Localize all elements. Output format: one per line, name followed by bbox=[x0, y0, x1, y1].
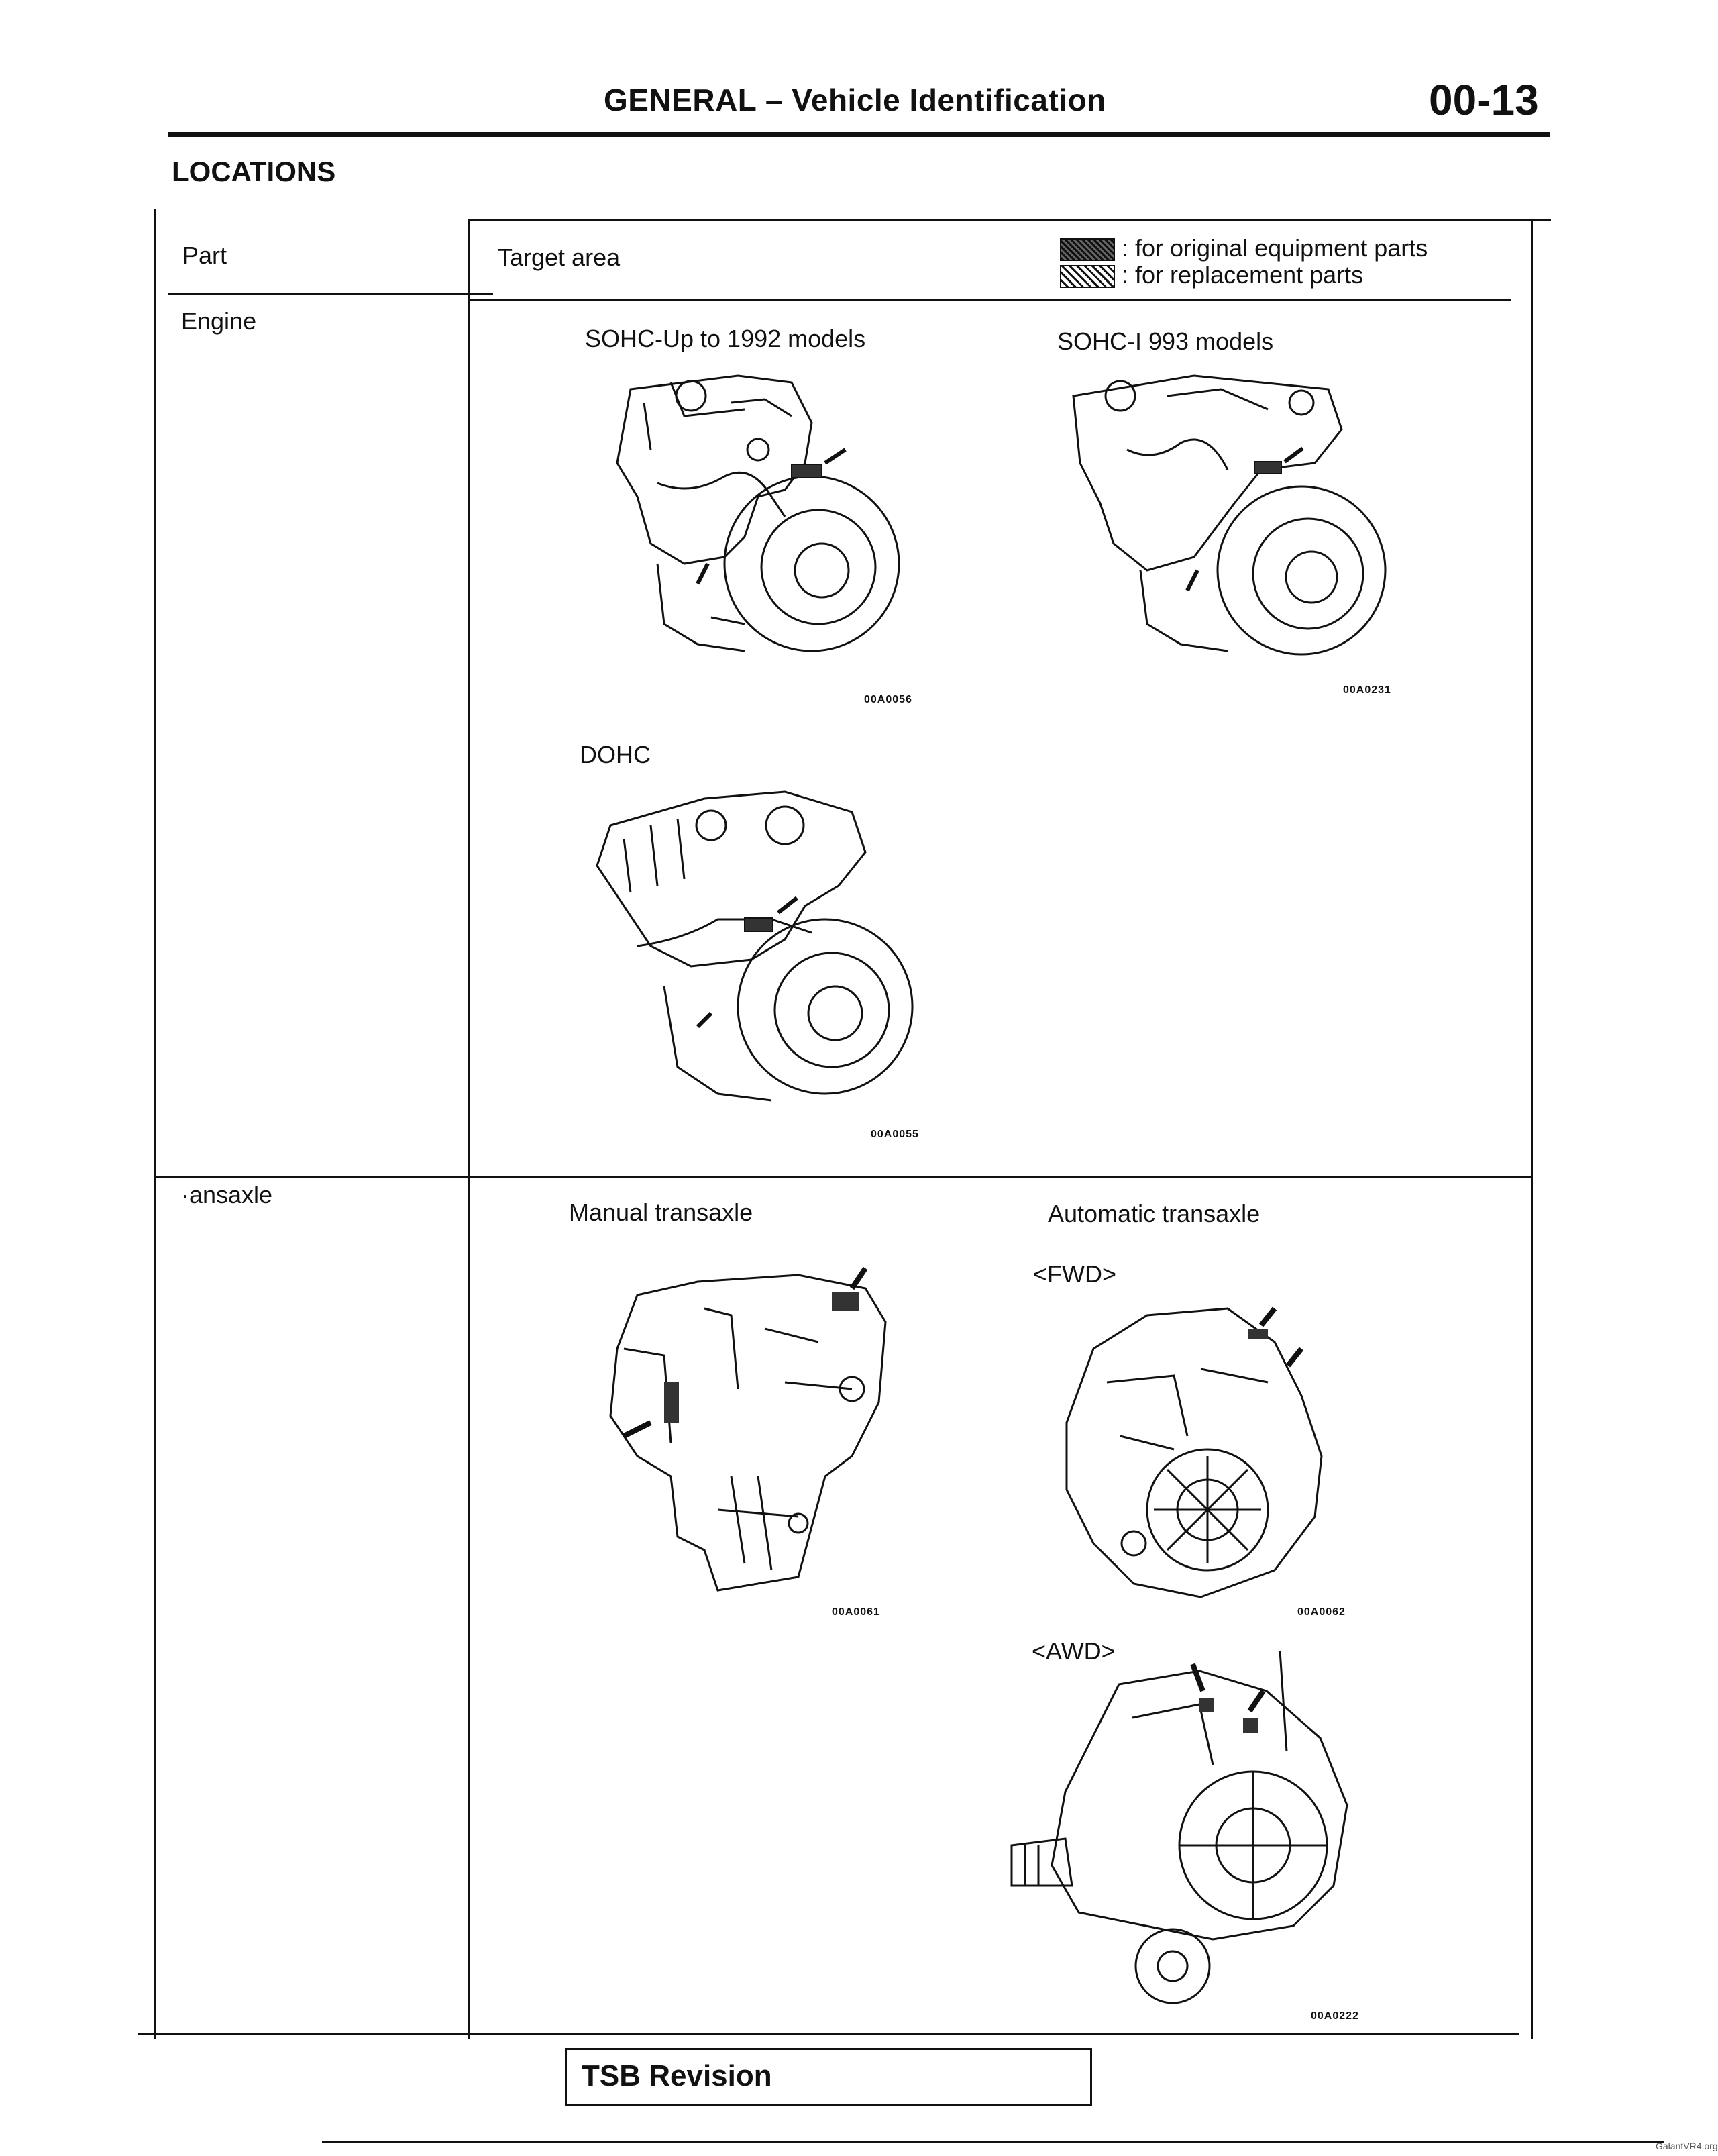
engine-sohc-1993-illustration bbox=[1072, 374, 1387, 656]
figure-code: 00A0062 bbox=[1297, 1606, 1346, 1618]
manual-transaxle-illustration bbox=[609, 1266, 887, 1592]
col-header-target: Target area bbox=[498, 244, 621, 271]
tsb-revision-box: TSB Revision bbox=[565, 2048, 1092, 2106]
figure-subcaption: <AWD> bbox=[1032, 1637, 1116, 1665]
figure-code: 00A0061 bbox=[832, 1606, 880, 1618]
automatic-transaxle-fwd-illustration bbox=[1065, 1306, 1323, 1598]
engine-row-rule bbox=[154, 1176, 1533, 1178]
table-right-border bbox=[1531, 220, 1533, 2039]
figure-caption: SOHC-Up to 1992 models bbox=[585, 325, 866, 352]
figure-code: 00A0231 bbox=[1343, 684, 1391, 696]
engine-sohc-1992-illustration bbox=[616, 374, 900, 652]
replacement-parts-swatch bbox=[1060, 265, 1115, 289]
figure-caption: DOHC bbox=[580, 741, 651, 768]
automatic-transaxle-awd-illustration bbox=[1010, 1650, 1348, 2004]
header-row-rule-right bbox=[468, 299, 1511, 301]
part-engine: Engine bbox=[181, 307, 257, 335]
table-left-border bbox=[154, 209, 156, 2039]
legend-replacement: : for replacement parts bbox=[1060, 262, 1428, 289]
table-bottom-rule bbox=[138, 2033, 1519, 2035]
section-title: LOCATIONS bbox=[172, 156, 336, 187]
figure-caption: SOHC-I 993 models bbox=[1057, 327, 1274, 355]
col-header-part: Part bbox=[182, 242, 227, 269]
legend: : for original equipment parts : for rep… bbox=[1060, 235, 1428, 289]
figure-caption: Manual transaxle bbox=[569, 1198, 753, 1226]
part-transaxle: ·ansaxle bbox=[181, 1181, 273, 1209]
figure-code: 00A0222 bbox=[1311, 2010, 1359, 2022]
tsb-revision-label: TSB Revision bbox=[582, 2059, 772, 2092]
page-bottom-rule bbox=[322, 2141, 1664, 2143]
table-top-rule bbox=[468, 219, 1551, 221]
figure-caption: Automatic transaxle bbox=[1048, 1200, 1260, 1227]
figure-subcaption: <FWD> bbox=[1033, 1260, 1117, 1288]
header-rule bbox=[168, 132, 1550, 137]
page-header-title: GENERAL – Vehicle Identification bbox=[604, 83, 1106, 117]
figure-code: 00A0055 bbox=[871, 1129, 919, 1140]
table-column-divider bbox=[468, 220, 470, 2039]
figure-code: 00A0056 bbox=[864, 694, 912, 705]
engine-dohc-illustration bbox=[596, 790, 914, 1102]
original-parts-swatch bbox=[1060, 238, 1115, 262]
header-row-rule-left bbox=[168, 293, 493, 295]
legend-original: : for original equipment parts bbox=[1060, 235, 1428, 262]
watermark: GalantVR4.org bbox=[1656, 2141, 1718, 2151]
page-number: 00-13 bbox=[1429, 76, 1539, 124]
